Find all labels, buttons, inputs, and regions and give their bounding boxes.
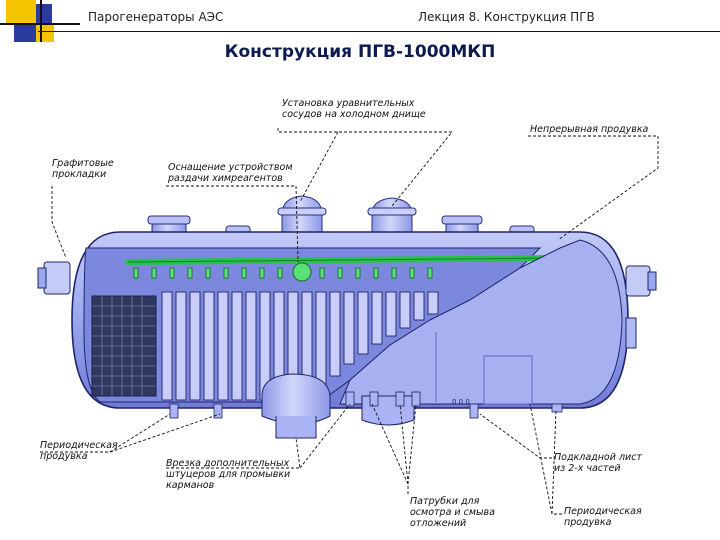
label-continuous-blowdown: Непрерывная продувка: [530, 124, 648, 135]
label-graphite-gaskets: Графитовые прокладки: [52, 158, 114, 180]
label-extra-nozzles: Врезка дополнительных штуцеров для промы…: [166, 458, 290, 491]
label-equalizing-vessels-line2: сосудов на холодном днище: [282, 109, 426, 120]
header-course-title: Парогенераторы АЭС: [88, 10, 224, 24]
label-support-sheet-line1: Подкладной лист: [554, 452, 642, 463]
label-chem-distribution-line1: Оснащение устройством: [168, 162, 293, 173]
label-graphite-gaskets-line1: Графитовые: [52, 158, 114, 169]
tube-bundle: [161, 291, 439, 401]
label-periodic-blowdown-left: Периодическая продувка: [40, 440, 118, 462]
logo-graphic: [0, 0, 80, 42]
label-continuous-blowdown-line1: Непрерывная продувка: [530, 124, 649, 135]
label-periodic-blowdown-right-line1: Периодическая: [564, 506, 642, 517]
header-lecture-title: Лекция 8. Конструкция ПГВ: [418, 10, 595, 24]
label-equalizing-vessels: Установка уравнительных сосудов на холод…: [282, 98, 426, 120]
label-graphite-gaskets-line2: прокладки: [52, 169, 107, 180]
label-support-sheet: Подкладной лист из 2-х частей: [554, 452, 642, 474]
label-extra-nozzles-line1: Врезка дополнительных: [166, 458, 290, 469]
label-chem-distribution-line2: раздачи химреагентов: [168, 173, 283, 184]
shell-outer-right: 0 0 0: [339, 239, 623, 406]
leader-lines: [40, 128, 659, 515]
page-title: Конструкция ПГВ-1000МКП: [224, 42, 496, 62]
label-support-sheet-line2: из 2-х частей: [554, 463, 621, 474]
label-inspection-nozzles-line3: отложений: [410, 518, 467, 529]
label-inspection-nozzles-line1: Патрубки для: [410, 496, 480, 507]
label-inspection-nozzles: Патрубки для осмотра и смыва отложений: [410, 496, 495, 529]
label-chem-distribution: Оснащение устройством раздачи химреагент…: [168, 162, 293, 184]
svg-text:0 0 0: 0 0 0: [452, 398, 470, 406]
label-periodic-blowdown-left-line1: Периодическая: [40, 440, 118, 451]
header-divider: [38, 31, 720, 32]
label-equalizing-vessels-line1: Установка уравнительных: [282, 98, 415, 109]
label-extra-nozzles-line2: штуцеров для промывки: [166, 469, 291, 480]
label-periodic-blowdown-right-line2: продувка: [564, 517, 612, 528]
label-periodic-blowdown-right: Периодическая продувка: [564, 506, 642, 528]
label-periodic-blowdown-left-line2: продувка: [40, 451, 88, 462]
label-extra-nozzles-line3: карманов: [166, 480, 215, 491]
label-inspection-nozzles-line2: осмотра и смыва: [410, 507, 495, 518]
